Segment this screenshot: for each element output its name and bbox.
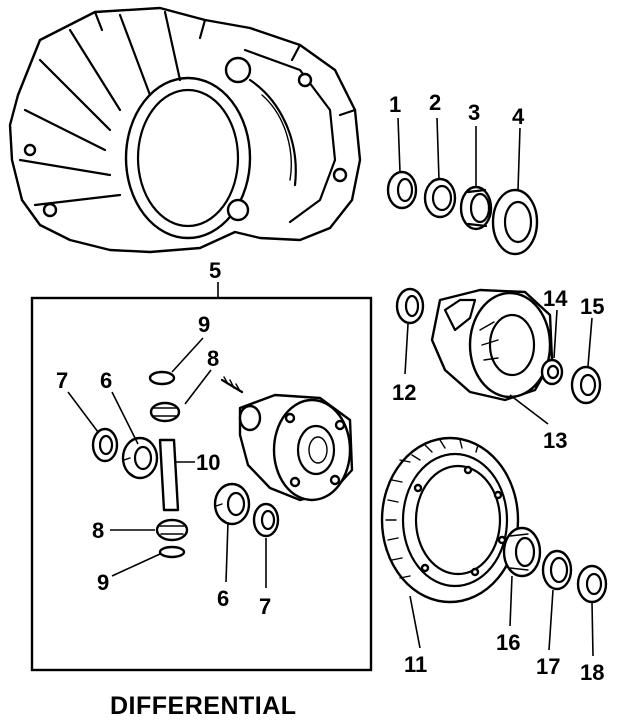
callout-9-upper: 9 [198, 312, 210, 337]
callout-6-left: 6 [100, 368, 112, 393]
part-9-upper-washer [148, 370, 176, 386]
part-15-seal [570, 365, 602, 405]
pin-small [220, 376, 244, 394]
part-13-differential-carrier [430, 288, 554, 402]
callout-1: 1 [389, 92, 401, 117]
callout-5: 5 [209, 258, 221, 283]
part-7-right-washer [252, 502, 280, 538]
callout-2: 2 [429, 90, 441, 115]
part-18-bearing-race [576, 564, 608, 604]
part-17-shim [541, 549, 573, 591]
part-7-left-washer [91, 427, 119, 463]
callout-labels: 1 2 3 4 5 9 8 7 6 10 8 9 6 7 12 13 14 15… [56, 90, 604, 685]
transaxle-case [8, 6, 362, 254]
callout-3: 3 [468, 100, 480, 125]
callout-11: 11 [404, 652, 427, 677]
callout-8-lower: 8 [92, 518, 104, 543]
part-6-right-side-gear [213, 482, 251, 526]
callout-8-upper: 8 [207, 346, 219, 371]
callout-4: 4 [512, 104, 525, 129]
callout-15: 15 [580, 294, 604, 319]
callout-12: 12 [392, 380, 416, 405]
part-8-upper-pinion-gear [149, 401, 181, 423]
callout-16: 16 [496, 630, 520, 655]
part-1-bearing-race [386, 170, 418, 210]
callout-7-right: 7 [259, 594, 271, 619]
callout-9-lower: 9 [97, 570, 109, 595]
part-8-lower-pinion-gear [155, 518, 189, 542]
callout-13: 13 [543, 428, 567, 453]
callout-10: 10 [196, 450, 220, 475]
part-6-left-side-gear [121, 436, 159, 480]
part-14-bushing [540, 358, 564, 386]
differential-case [238, 393, 354, 502]
leader-lines [67, 117, 594, 657]
part-10-pinion-shaft [158, 438, 180, 512]
differential-case-assembly-box [30, 296, 373, 672]
callout-18: 18 [580, 660, 604, 685]
callout-17: 17 [536, 654, 560, 679]
part-9-lower-washer [158, 545, 186, 559]
part-4-seal [491, 188, 539, 256]
part-11-ring-gear [380, 436, 520, 604]
callout-7-left: 7 [56, 368, 68, 393]
part-3-bearing [459, 185, 493, 231]
callout-6-right: 6 [217, 586, 229, 611]
diagram-title: DIFFERENTIAL [110, 692, 297, 720]
part-2-shim [423, 177, 457, 219]
callout-14: 14 [543, 286, 568, 311]
part-16-bearing [502, 526, 542, 578]
part-12-bearing-race [395, 287, 425, 325]
